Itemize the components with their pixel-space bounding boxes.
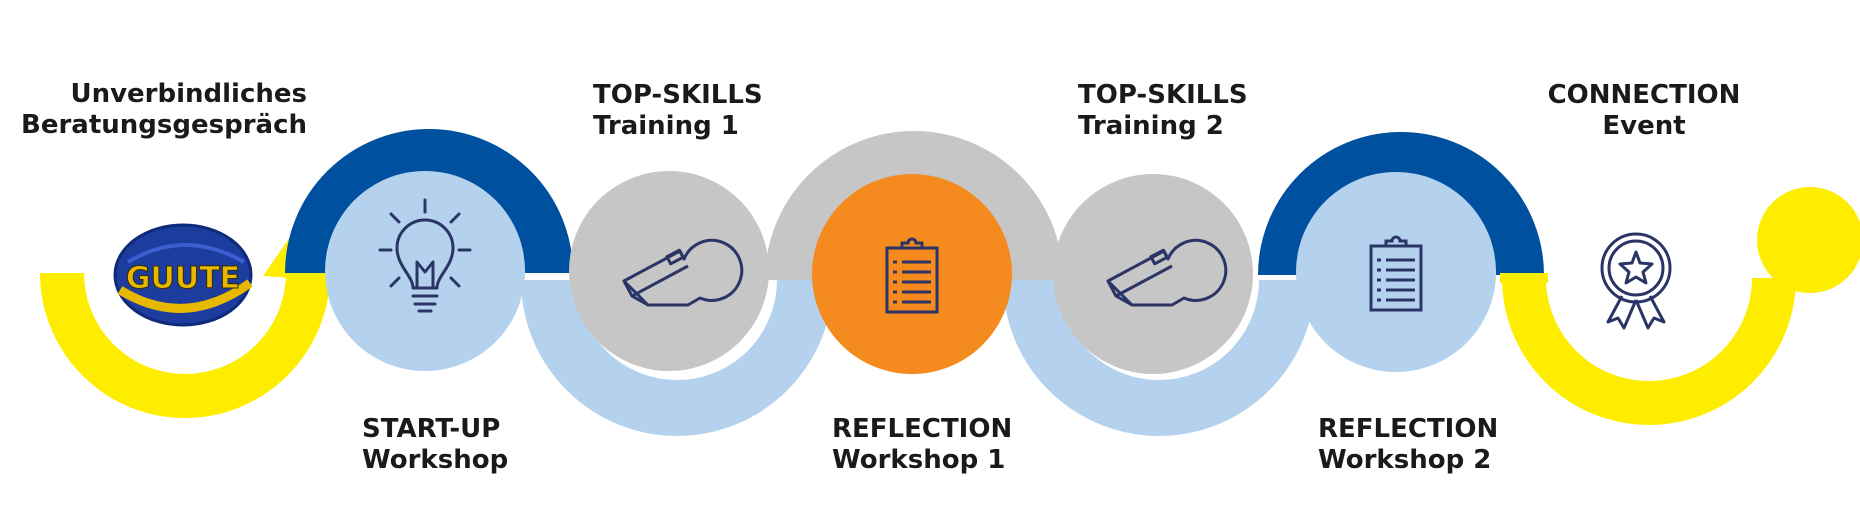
step-label-line1: REFLECTION (1318, 414, 1499, 444)
guute-logo: GUUTE (113, 223, 253, 327)
step-label-line2: Workshop (362, 445, 509, 475)
step-label-training1: TOP-SKILLS Training 1 (593, 80, 763, 142)
reflection2-top-arc (1258, 132, 1544, 276)
end-arc-connector (1500, 273, 1548, 283)
reflection1-top-arc (765, 131, 1063, 281)
step-label-reflection1: REFLECTION Workshop 1 (832, 414, 1012, 476)
step-label-line1: START-UP (362, 414, 501, 444)
step-label-line2: Beratungsgespräch (21, 110, 307, 140)
clipboard-icon (885, 237, 939, 314)
step-label-line1: TOP-SKILLS (1078, 80, 1248, 110)
reflection2-circle (1296, 172, 1496, 372)
step-label-line2: Event (1602, 111, 1686, 141)
step-label-startup: START-UP Workshop (362, 414, 508, 476)
step-label-training2: TOP-SKILLS Training 2 (1078, 80, 1248, 142)
step-label-line2: Workshop 1 (832, 445, 1006, 475)
whistle-icon (1106, 238, 1228, 307)
reflection1-circle (812, 174, 1012, 374)
step-label-connection: CONNECTION Event (1544, 80, 1744, 142)
step-label-line2: Training 1 (593, 111, 739, 141)
start-arc-tail (40, 273, 84, 279)
step-label-line1: CONNECTION (1547, 80, 1741, 110)
wave-bottom-arc-2 (1003, 279, 1315, 436)
step-label-line1: TOP-SKILLS (593, 80, 763, 110)
step-label-line1: REFLECTION (832, 414, 1013, 444)
award-badge-icon (1600, 232, 1672, 330)
end-arc (1502, 277, 1796, 425)
start-arc (40, 272, 330, 418)
step-label-line1: Unverbindliches (70, 79, 307, 109)
training2-circle (1053, 174, 1253, 374)
clipboard-icon (1369, 235, 1423, 312)
whistle-icon (622, 238, 744, 307)
step-label-reflection2: REFLECTION Workshop 2 (1318, 414, 1498, 476)
wave-bottom-arc-1 (521, 279, 833, 436)
lightbulb-icon (378, 198, 472, 313)
startup-top-arc (285, 129, 573, 274)
end-dot (1757, 187, 1860, 293)
step-label-line2: Training 2 (1078, 111, 1224, 141)
step-label-consultation: Unverbindliches Beratungsgespräch (21, 79, 307, 141)
training1-circle (569, 171, 769, 371)
logo-text: GUUTE (126, 261, 240, 296)
step-label-line2: Workshop 2 (1318, 445, 1492, 475)
